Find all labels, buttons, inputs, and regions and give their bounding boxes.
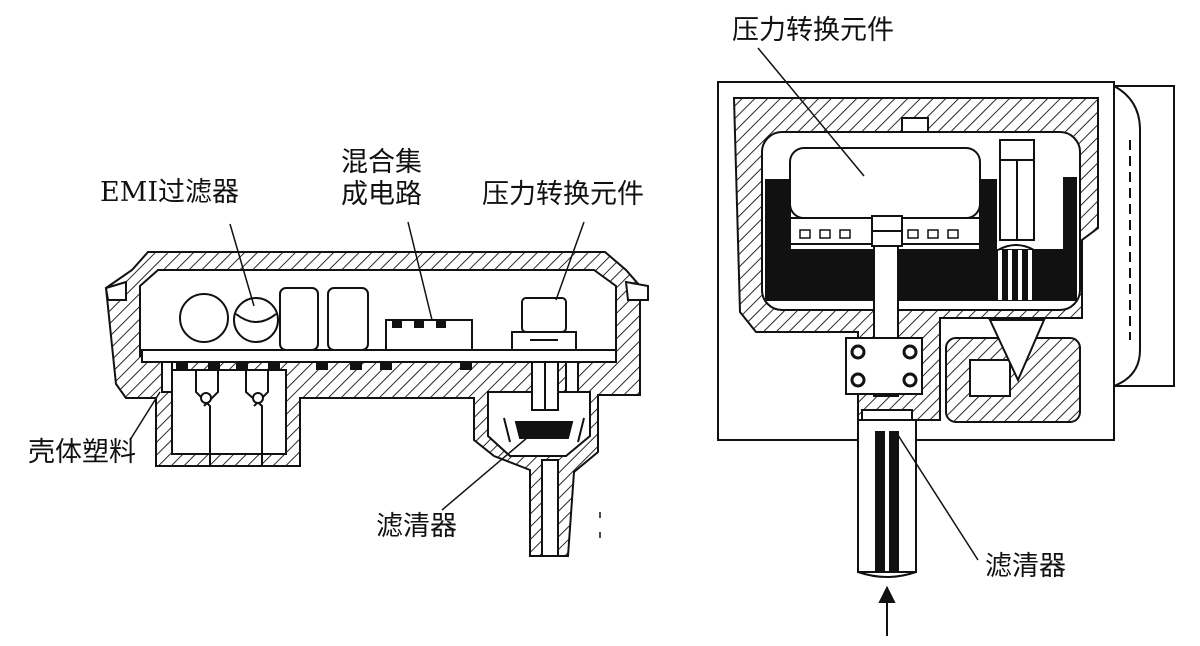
left-pcb-board	[141, 349, 617, 363]
right-ear-tab	[624, 280, 649, 301]
left-filter-element	[514, 421, 574, 439]
label-left-pressure-element: 压力转换元件	[482, 179, 644, 210]
left-leader-lines	[129, 221, 601, 538]
left-pressure-element	[521, 297, 567, 333]
right-side-panel	[1113, 85, 1175, 387]
label-hybrid-ic-line1: 混合集	[341, 147, 422, 178]
label-left-filter: 滤清器	[376, 511, 457, 542]
capacitor-2	[327, 287, 369, 351]
right-pressure-element	[789, 147, 981, 219]
left-ear-tab	[104, 280, 127, 301]
left-sensor-cross-section	[104, 251, 649, 557]
left-port-tube-bore	[541, 459, 559, 557]
emi-coil-1	[179, 293, 229, 343]
left-pcb-pads	[176, 362, 472, 370]
emi-coil-2	[233, 297, 279, 343]
right-leader-lines	[757, 47, 979, 561]
left-connector-pins	[195, 370, 269, 466]
right-inlet-tube	[857, 419, 917, 573]
right-sensor-cross-section	[717, 81, 1175, 636]
capacitor-1	[279, 287, 319, 351]
label-right-pressure-element: 压力转换元件	[732, 15, 894, 46]
label-hybrid-ic-line2: 成电路	[341, 179, 422, 210]
label-emi-filter: EMI过滤器	[100, 177, 240, 208]
label-housing-plastic: 壳体塑料	[28, 437, 136, 468]
label-right-filter: 滤清器	[985, 551, 1066, 582]
